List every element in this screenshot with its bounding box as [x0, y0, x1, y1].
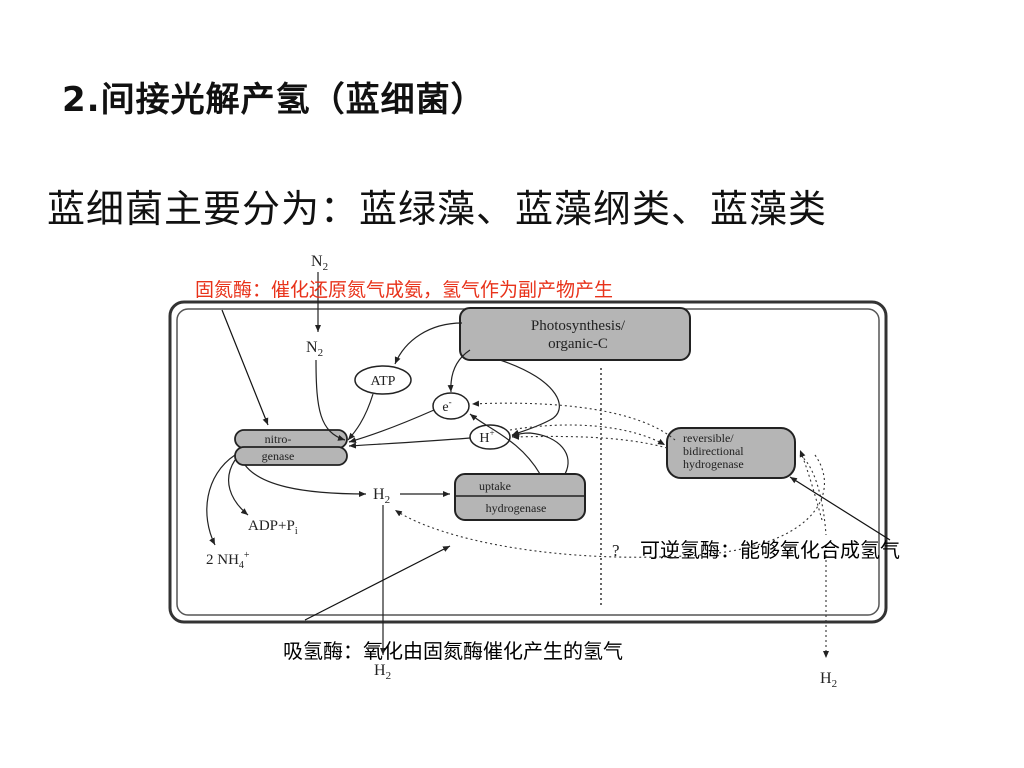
dotted-proton-to-rev [509, 424, 666, 446]
arrow-n2-to-nitrogenase [315, 359, 346, 441]
uptake-label-1: uptake [479, 479, 511, 493]
electron-label: e- [442, 397, 451, 415]
arrow-photo-to-proton [499, 359, 560, 436]
reversible-label-2: bidirectional [683, 444, 744, 458]
nh4-label: 2 NH4+ [206, 550, 250, 571]
reversible-hydrogenase-box [666, 427, 796, 479]
arrow-nitrogenase-to-adp [227, 459, 249, 516]
pointer-nitrogenase [221, 309, 269, 426]
nitrogenase-label-2: genase [262, 449, 295, 463]
atp-label: ATP [371, 374, 396, 389]
arrow-proton-to-nitrogenase [348, 437, 471, 449]
n2-top-label: N2 [311, 253, 328, 273]
arrow-photo-to-electron [447, 349, 471, 393]
arrow-nitrogenase-to-nh4 [206, 454, 236, 546]
slide-title: 2.间接光解产氢（蓝细菌） [62, 80, 486, 120]
atp-node [354, 365, 412, 395]
nitrogenase-bottom [234, 446, 348, 466]
pointer-uptake [304, 545, 451, 621]
uptake-annotation: 吸氢酶：氧化由固氮酶催化产生的氢气 [283, 639, 623, 663]
proton-node [469, 424, 511, 450]
n2-inner-label: N2 [306, 339, 323, 359]
nitrogenase-annotation: 固氮酶：催化还原氮气成氨，氢气作为副产物产生 [195, 279, 613, 301]
arrow-photo-to-atp [394, 322, 463, 365]
electron-node [432, 392, 470, 420]
photosynthesis-label-1: Photosynthesis/ [531, 318, 626, 334]
uptake-hydrogenase-box [454, 473, 586, 521]
dotted-rev-to-proton [511, 433, 668, 449]
proton-label: H+ [479, 428, 494, 446]
slide-subtitle: 蓝细菌主要分为：蓝绿藻、蓝藻纲类、蓝藻类 [47, 187, 828, 231]
arrow-uptake-to-proton [511, 430, 569, 475]
reversible-annotation: 可逆氢酶：能够氧化合成氢气 [640, 538, 900, 562]
pointer-reversible [789, 476, 891, 541]
question-mark: ? [612, 541, 620, 560]
photosynthesis-label-2: organic-C [548, 336, 608, 352]
h2-right-label: H2 [820, 670, 837, 690]
reversible-label-1: reversible/ [683, 431, 734, 445]
arrow-nitrogenase-to-h2 [244, 464, 367, 497]
cell-outer-border [168, 300, 888, 624]
h2-bottom-label: H2 [374, 662, 391, 682]
reversible-label-3: hydrogenase [683, 457, 744, 471]
dotted-rev-to-right [799, 454, 827, 536]
arrow-uptake-to-electron [469, 413, 541, 475]
arrow-electron-to-nitrogenase [348, 409, 435, 443]
nitrogenase-label-1: nitro- [265, 432, 292, 446]
arrow-atp-to-nitrogenase [347, 393, 374, 441]
adp-label: ADP+Pi [248, 518, 298, 537]
h2-center-label: H2 [373, 486, 390, 506]
uptake-label-2: hydrogenase [486, 501, 547, 515]
photosynthesis-box [459, 307, 691, 361]
